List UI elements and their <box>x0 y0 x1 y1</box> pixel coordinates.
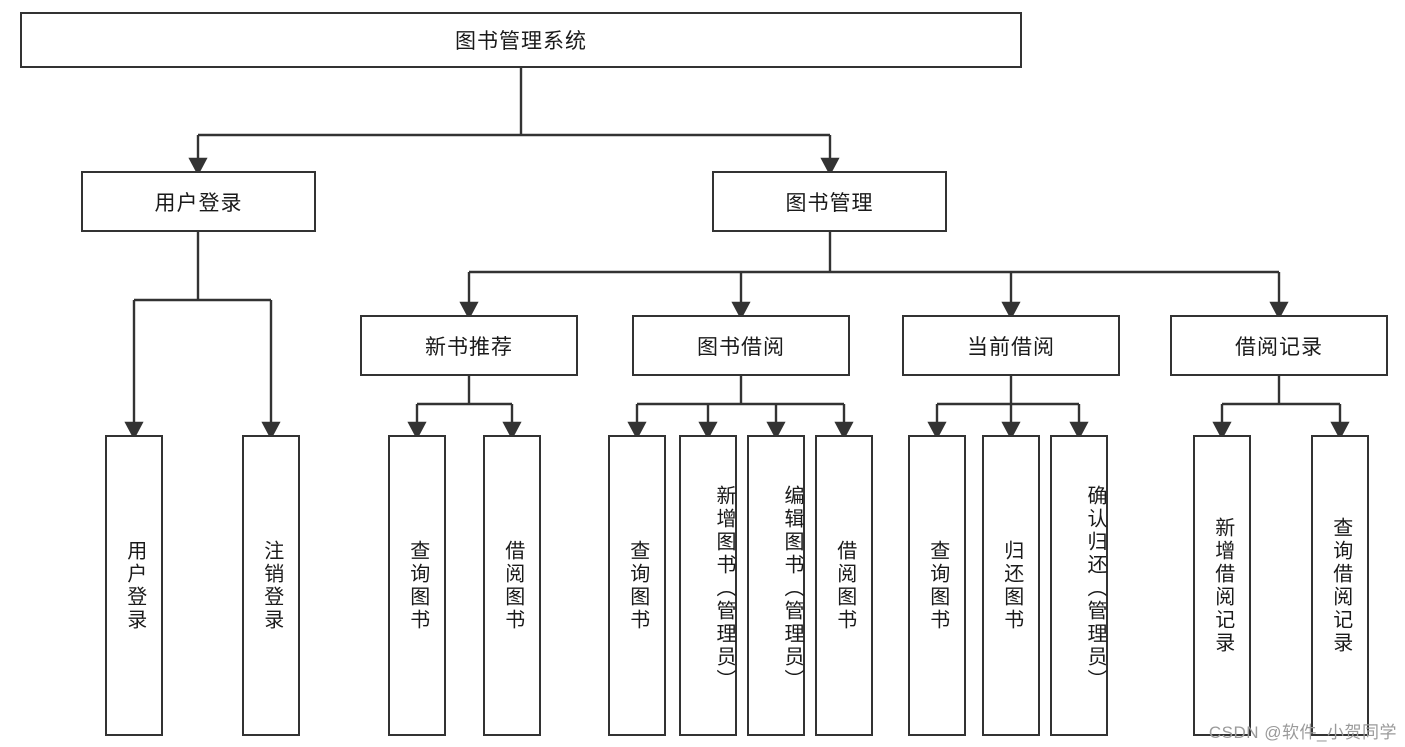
leaf-logout[interactable]: 注销登录 <box>242 435 300 736</box>
node-new-book-recommend-label: 新书推荐 <box>425 335 513 359</box>
node-root-label: 图书管理系统 <box>455 30 587 53</box>
node-current-borrow[interactable]: 当前借阅 <box>902 315 1120 376</box>
leaf-add-book-admin[interactable]: 新增图书（管理员） <box>679 435 737 736</box>
leaf-query-borrow-record[interactable]: 查询借阅记录 <box>1311 435 1369 736</box>
leaf-query-book-recommend-label: 查询图书 <box>406 539 429 632</box>
leaf-query-book-borrow[interactable]: 查询图书 <box>608 435 666 736</box>
csdn-watermark: CSDN @软件_小贺同学 <box>1208 723 1397 742</box>
node-book-borrow[interactable]: 图书借阅 <box>632 315 850 376</box>
leaf-edit-book-admin[interactable]: 编辑图书（管理员） <box>747 435 805 736</box>
node-current-borrow-label: 当前借阅 <box>967 335 1055 359</box>
leaf-add-borrow-record[interactable]: 新增借阅记录 <box>1193 435 1251 736</box>
leaf-query-book-current[interactable]: 查询图书 <box>908 435 966 736</box>
node-root[interactable]: 图书管理系统 <box>20 12 1022 68</box>
node-user-login[interactable]: 用户登录 <box>81 171 316 232</box>
leaf-logout-label: 注销登录 <box>260 539 283 632</box>
leaf-user-login-label: 用户登录 <box>123 539 146 632</box>
leaf-add-book-admin-label: 新增图书（管理员） <box>713 485 735 692</box>
leaf-query-book-borrow-label: 查询图书 <box>626 539 649 632</box>
leaf-confirm-return-admin-label: 确认归还（管理员） <box>1084 485 1106 692</box>
leaf-return-book-label: 归还图书 <box>1000 539 1023 632</box>
leaf-confirm-return-admin[interactable]: 确认归还（管理员） <box>1050 435 1108 736</box>
leaf-borrow-book-recommend[interactable]: 借阅图书 <box>483 435 541 736</box>
node-borrow-records-label: 借阅记录 <box>1235 335 1323 359</box>
node-user-login-label: 用户登录 <box>154 191 243 215</box>
leaf-borrow-book-label: 借阅图书 <box>833 539 856 632</box>
leaf-return-book[interactable]: 归还图书 <box>982 435 1040 736</box>
leaf-query-book-recommend[interactable]: 查询图书 <box>388 435 446 736</box>
leaf-borrow-book-recommend-label: 借阅图书 <box>501 539 524 632</box>
leaf-query-book-current-label: 查询图书 <box>926 539 949 632</box>
leaf-query-borrow-record-label: 查询借阅记录 <box>1329 516 1352 655</box>
leaf-borrow-book[interactable]: 借阅图书 <box>815 435 873 736</box>
node-book-borrow-label: 图书借阅 <box>697 335 785 359</box>
node-borrow-records[interactable]: 借阅记录 <box>1170 315 1388 376</box>
leaf-add-borrow-record-label: 新增借阅记录 <box>1211 516 1234 655</box>
node-new-book-recommend[interactable]: 新书推荐 <box>360 315 578 376</box>
leaf-user-login[interactable]: 用户登录 <box>105 435 163 736</box>
node-book-management[interactable]: 图书管理 <box>712 171 947 232</box>
leaf-edit-book-admin-label: 编辑图书（管理员） <box>781 485 803 692</box>
node-book-management-label: 图书管理 <box>785 191 874 215</box>
